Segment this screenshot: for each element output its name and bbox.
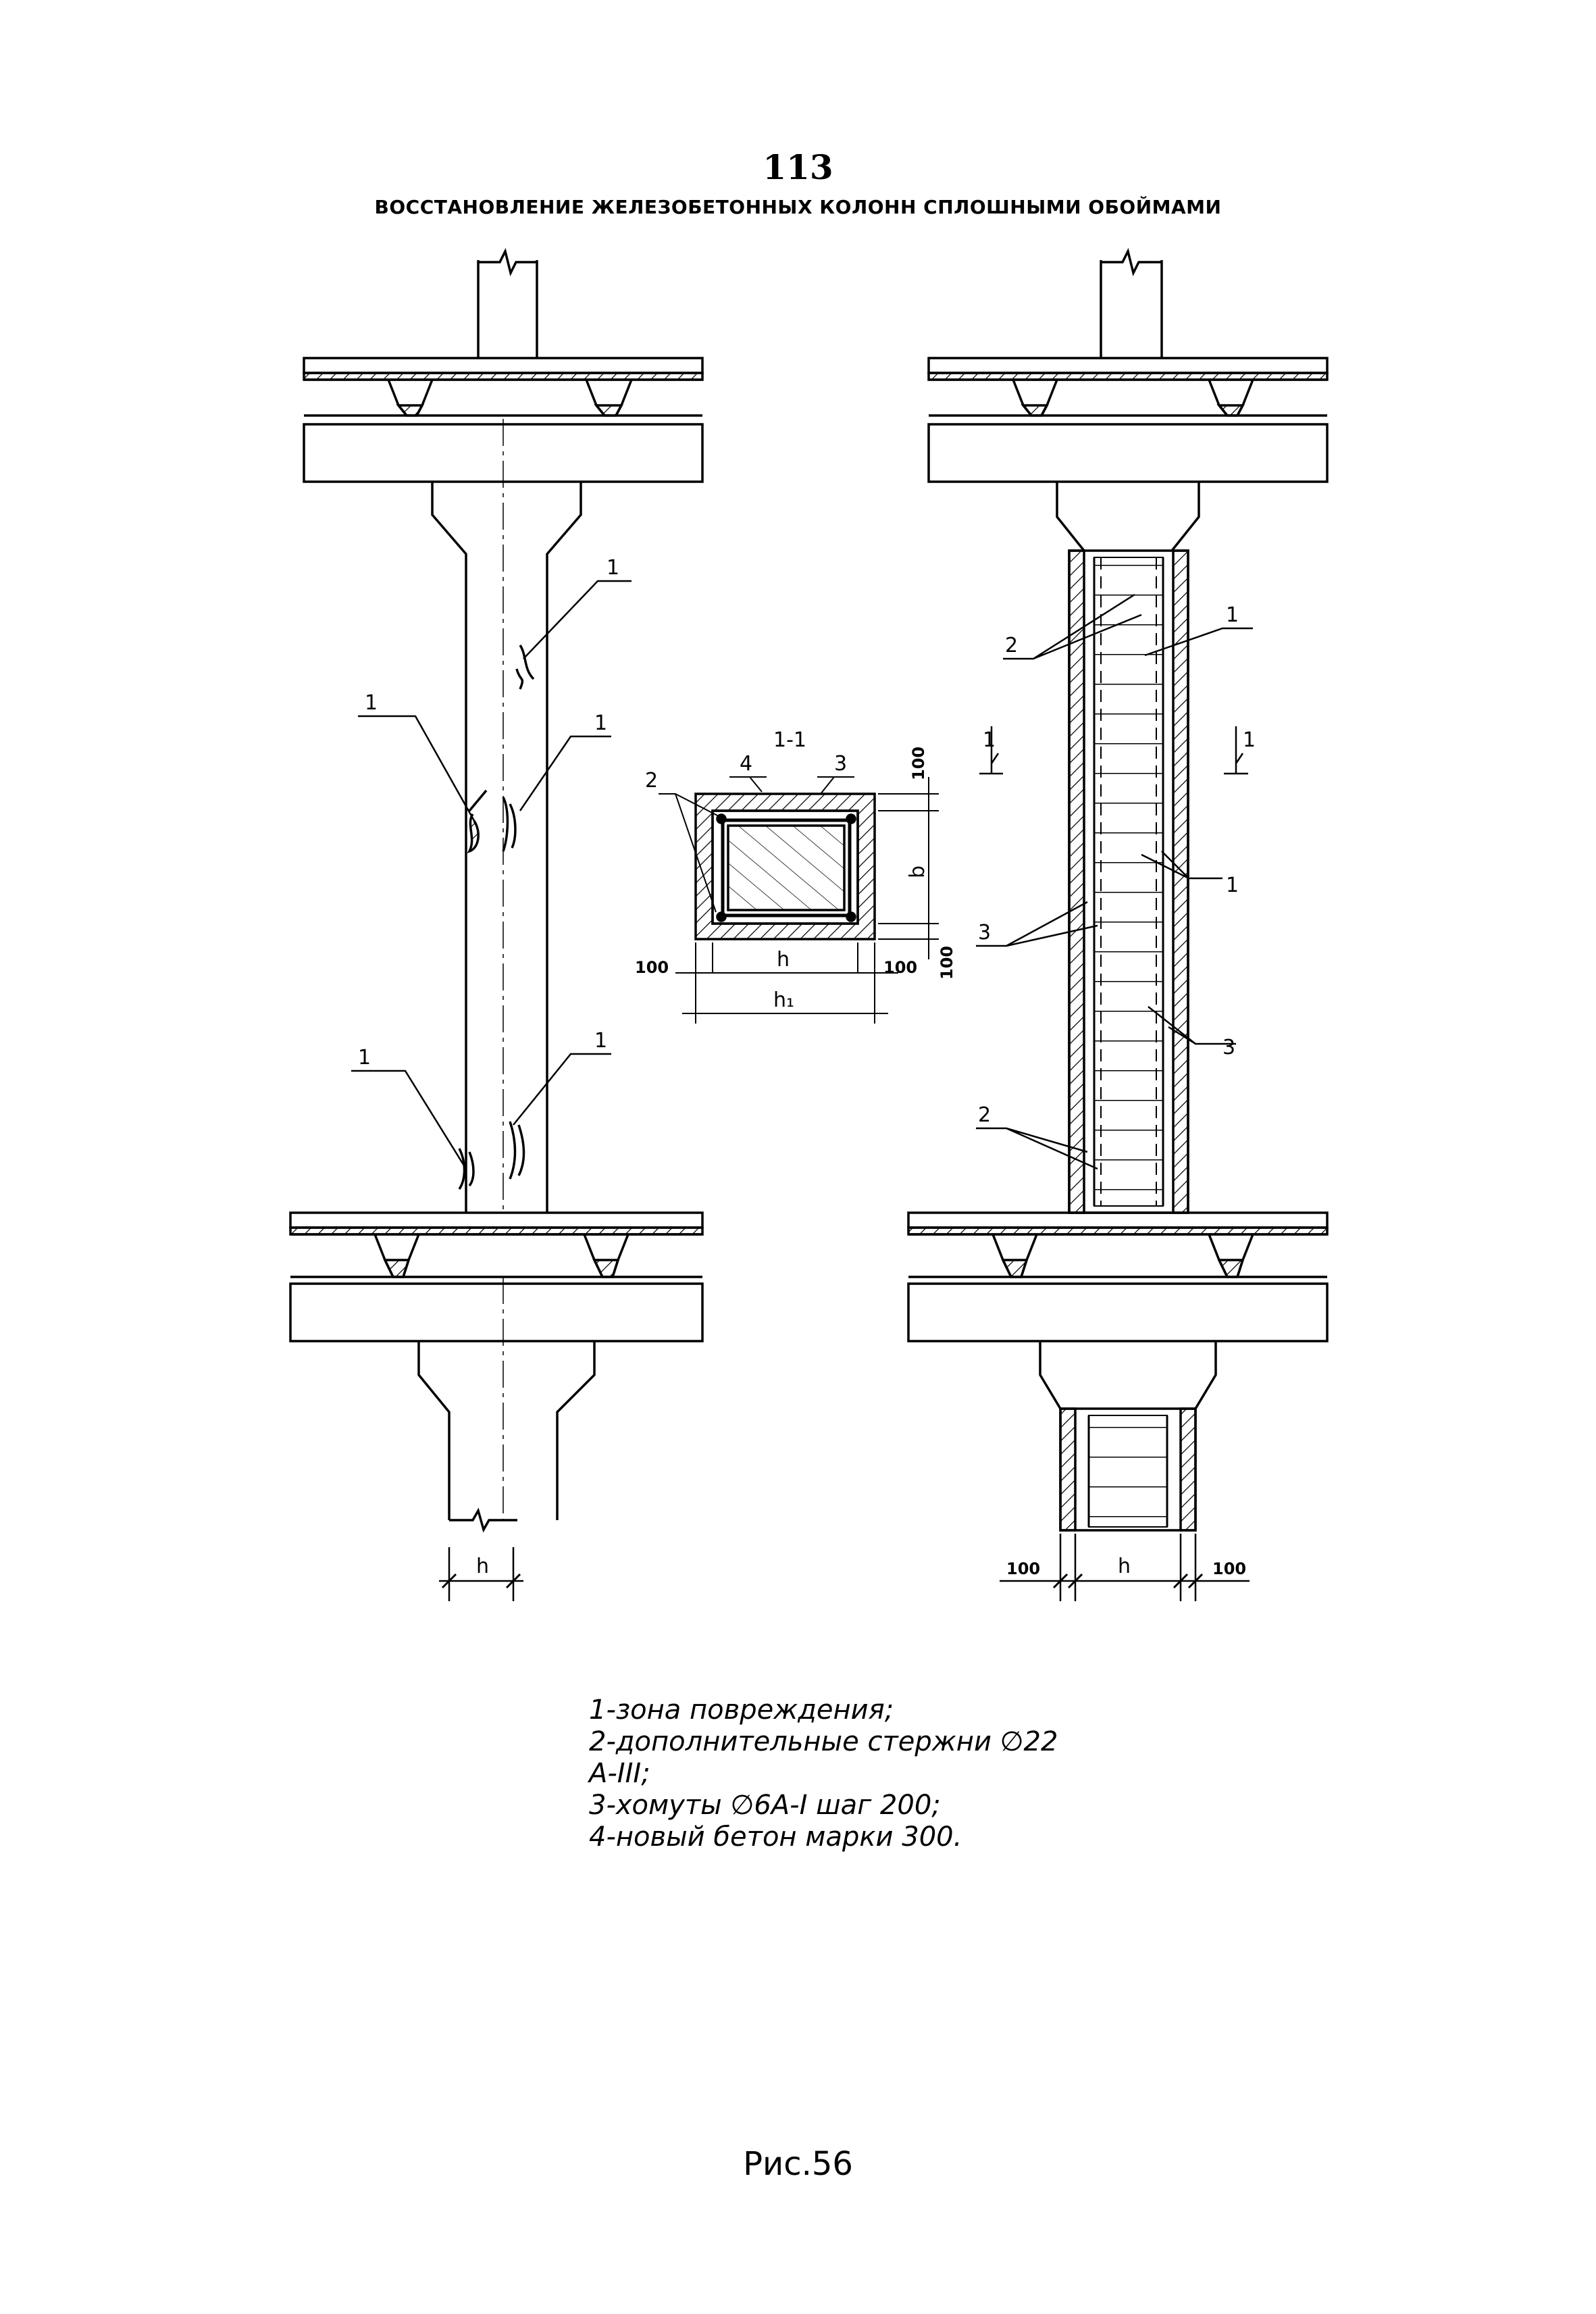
section-dim-h1: h₁: [773, 988, 794, 1012]
left-lower-slab: [289, 1211, 704, 1342]
section-labels: 1-1 4 3 2 100 h 100 h₁ 100 b 100: [635, 728, 956, 1012]
left-drawing-labels: 1 1 1 1 1 h: [358, 556, 619, 1578]
right-dim-100-left: 100: [1006, 1559, 1040, 1578]
section-label-4: 4: [740, 752, 752, 776]
page-title: ВОССТАНОВЛЕНИЕ ЖЕЛЕЗОБЕТОННЫХ КОЛОНН СПЛ…: [374, 196, 1222, 218]
section-dim-100-right: 100: [883, 958, 917, 977]
legend-item: 4-новый бетон марки 300.: [589, 1821, 962, 1853]
legend-item: 2-дополнительные стержни ∅22: [589, 1726, 1058, 1757]
legend-item: 3-хомуты ∅6А-I шаг 200;: [589, 1790, 941, 1821]
left-column-drawing: [289, 247, 704, 1601]
right-lower-slab: [907, 1211, 1329, 1342]
legend-item: 1-зона повреждения;: [589, 1694, 894, 1726]
page-number: 113: [763, 147, 833, 187]
left-callout-1e: 1: [594, 1029, 607, 1053]
section-dim-100-top: 100: [909, 747, 928, 780]
right-dim-100-right: 100: [1212, 1559, 1246, 1578]
section-label-2: 2: [645, 769, 658, 793]
legend-item: А-III;: [589, 1758, 650, 1789]
section-dim-100-bottom: 100: [937, 946, 956, 980]
right-upper-slab: [927, 357, 1329, 483]
section-dim-h: h: [777, 948, 790, 972]
section-1-1: [659, 776, 939, 1024]
right-dim-h: h: [1118, 1555, 1131, 1578]
right-cut-mark-left: 1: [983, 728, 996, 752]
right-label-2b: 2: [978, 1103, 991, 1127]
section-title: 1-1: [773, 728, 806, 752]
left-callout-1a: 1: [607, 556, 619, 580]
figure-caption: Рис.56: [743, 2145, 853, 2183]
section-label-3: 3: [834, 752, 847, 776]
right-label-1a: 1: [1226, 603, 1239, 627]
right-label-3b: 3: [1222, 1036, 1235, 1059]
section-dim-b: b: [906, 865, 929, 878]
right-column-drawing: [907, 247, 1329, 1601]
right-label-3a: 3: [978, 921, 991, 945]
right-cut-mark-right: 1: [1243, 728, 1256, 752]
left-callout-1d: 1: [358, 1046, 371, 1070]
right-label-2a: 2: [1005, 634, 1018, 657]
left-callout-1b: 1: [365, 691, 378, 715]
section-dim-100-left: 100: [635, 958, 669, 977]
left-dim-h: h: [476, 1555, 489, 1578]
left-upper-slab: [303, 357, 704, 483]
left-callout-1c: 1: [594, 711, 607, 735]
right-label-1b: 1: [1226, 874, 1239, 897]
legend: 1-зона повреждения; 2-дополнительные сте…: [589, 1694, 1058, 1853]
right-drawing-labels: 2 1 1 1 1 3 3 2 100 h 100: [978, 603, 1256, 1578]
